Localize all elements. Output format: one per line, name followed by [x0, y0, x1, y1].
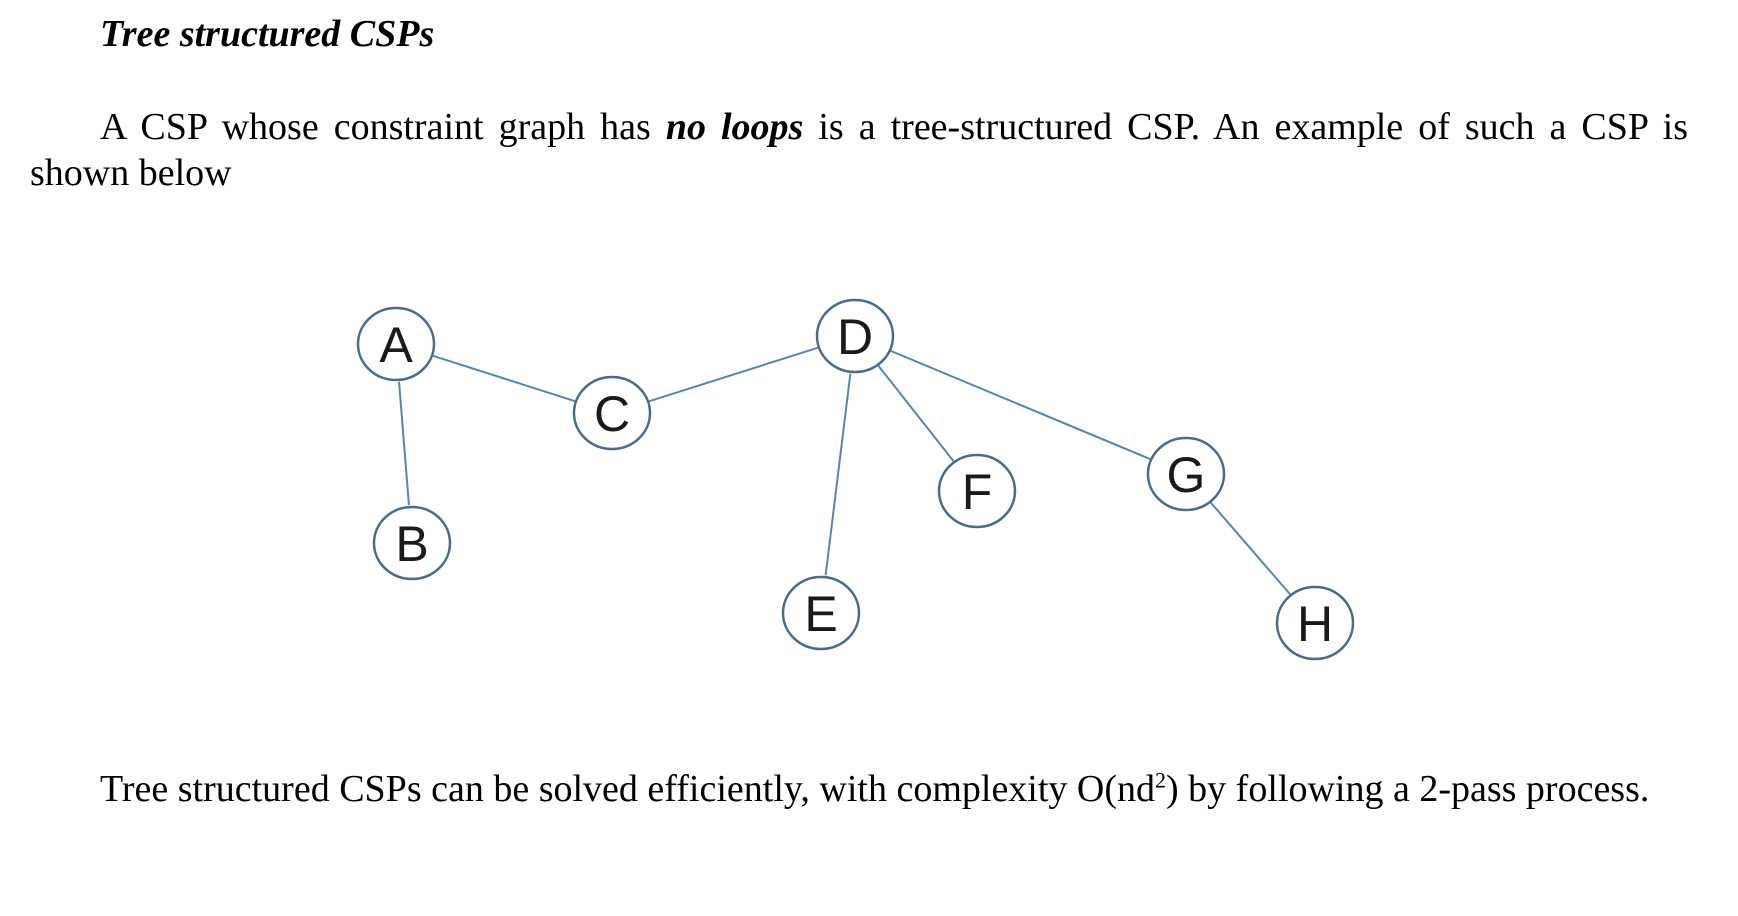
intro-emphasis: no loops	[665, 106, 804, 148]
node-h: H	[1275, 585, 1355, 661]
node-circle	[781, 575, 861, 651]
node-circle	[937, 453, 1017, 529]
node-circle	[372, 505, 452, 581]
complexity-exponent: 2	[1155, 767, 1167, 793]
graph-nodes: A B C D E F G H	[356, 298, 1355, 661]
node-circle	[815, 298, 895, 374]
node-label: E	[804, 586, 837, 642]
node-label: A	[379, 317, 413, 373]
node-label: G	[1167, 447, 1206, 503]
edge-d-f	[877, 365, 955, 462]
edge-a-b	[398, 381, 410, 506]
graph-edges	[398, 346, 1291, 595]
node-circle	[1146, 436, 1226, 512]
complexity-text-before: Tree structured CSPs can be solved effic…	[100, 768, 1156, 810]
node-b: B	[372, 505, 452, 581]
edge-g-h	[1210, 502, 1291, 595]
edge-a-c	[431, 354, 577, 403]
node-f: F	[937, 453, 1017, 529]
complexity-text-after: ) by following a 2-pass process.	[1166, 768, 1650, 810]
node-circle	[356, 306, 436, 382]
intro-paragraph: A CSP whose constraint graph has no loop…	[30, 104, 1688, 196]
intro-text-after: is a tree-structured CSP. An example of …	[30, 106, 1689, 194]
node-c: C	[572, 375, 652, 451]
intro-text-before: A CSP whose constraint graph has	[100, 106, 666, 148]
edge-c-d	[647, 346, 820, 403]
node-label: D	[837, 309, 873, 365]
node-e: E	[781, 575, 861, 651]
node-a: A	[356, 306, 436, 382]
node-label: B	[395, 516, 428, 572]
edge-d-g	[889, 349, 1152, 461]
complexity-paragraph: Tree structured CSPs can be solved effic…	[30, 766, 1688, 812]
node-d: D	[815, 298, 895, 374]
node-label: C	[594, 386, 630, 442]
node-label: F	[962, 464, 993, 520]
node-g: G	[1146, 436, 1226, 512]
node-circle	[1275, 585, 1355, 661]
node-label: H	[1297, 596, 1333, 652]
node-circle	[572, 375, 652, 451]
section-heading: Tree structured CSPs	[100, 13, 435, 55]
edge-d-e	[824, 373, 852, 576]
